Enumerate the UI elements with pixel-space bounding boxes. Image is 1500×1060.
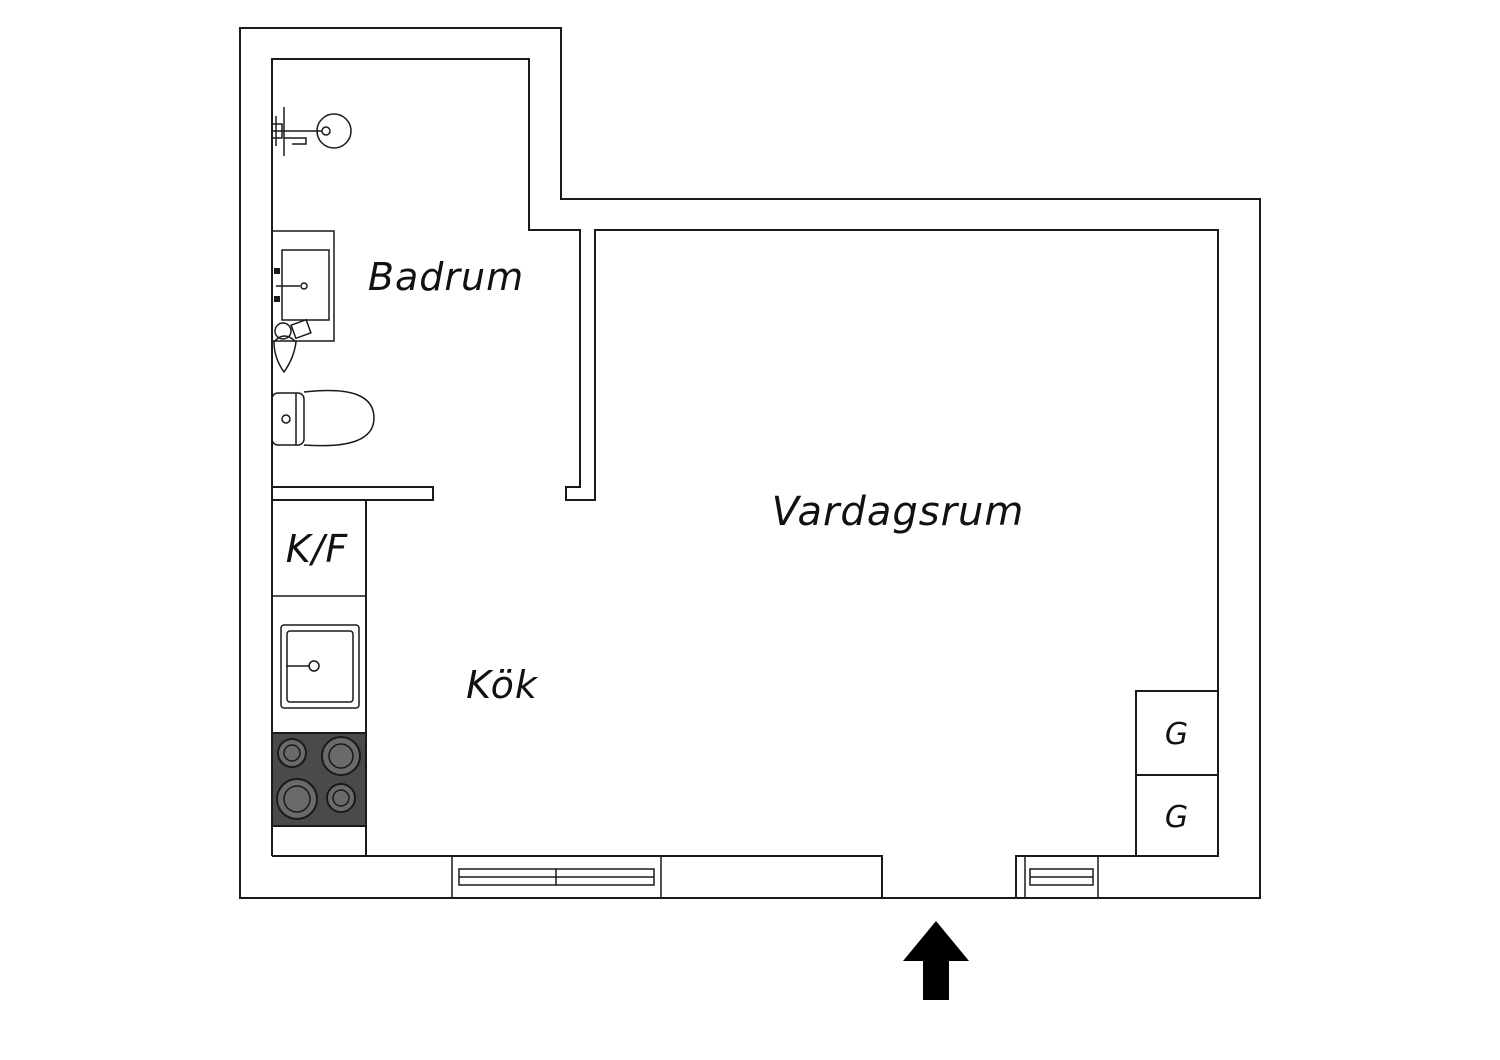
outer-wall [239,27,1261,899]
label-fridge-freezer: K/F [286,527,349,571]
wardrobes [1135,690,1219,857]
window-bottom-left [451,855,662,899]
toilet-icon [271,389,375,447]
room-label-bathroom: Badrum [368,255,524,299]
kitchen-sink-icon [280,624,360,709]
label-wardrobe-2: G [1165,800,1189,835]
window-bottom-right [1024,855,1099,899]
arrow-up-icon [903,921,969,1000]
bathroom-bottom-wall [272,486,434,501]
shower-icon [271,107,352,156]
stove-icon [271,732,367,827]
label-wardrobe-1: G [1165,717,1189,752]
washbasin-icon [271,230,335,374]
room-label-living-room: Vardagsrum [772,489,1025,535]
room-label-kitchen: Kök [466,663,539,707]
bathroom-wall-inner [271,58,1219,856]
